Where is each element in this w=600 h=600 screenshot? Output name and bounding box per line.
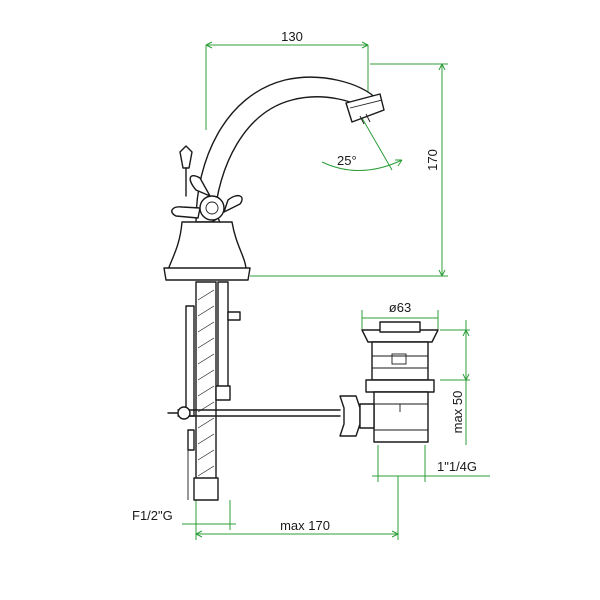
dim-hose-length: max 170 — [280, 518, 330, 533]
dim-height: 170 — [425, 149, 440, 171]
faucet-body — [163, 76, 385, 281]
supply-hoses — [185, 281, 241, 501]
dim-waste-height: max 50 — [450, 391, 465, 434]
dim-waste-diameter: ø63 — [389, 300, 411, 315]
dimension-lines — [182, 41, 490, 540]
dim-hose-thread: F1/2"G — [132, 508, 173, 523]
dimension-labels: 130 170 25° ø63 max 50 1"1/4G F1/2"G max… — [132, 29, 477, 533]
waste-assembly — [339, 321, 439, 443]
dim-spout-reach: 130 — [281, 29, 303, 44]
dim-angle: 25° — [337, 153, 357, 168]
dim-waste-thread: 1"1/4G — [437, 459, 477, 474]
popup-rod — [167, 406, 341, 420]
